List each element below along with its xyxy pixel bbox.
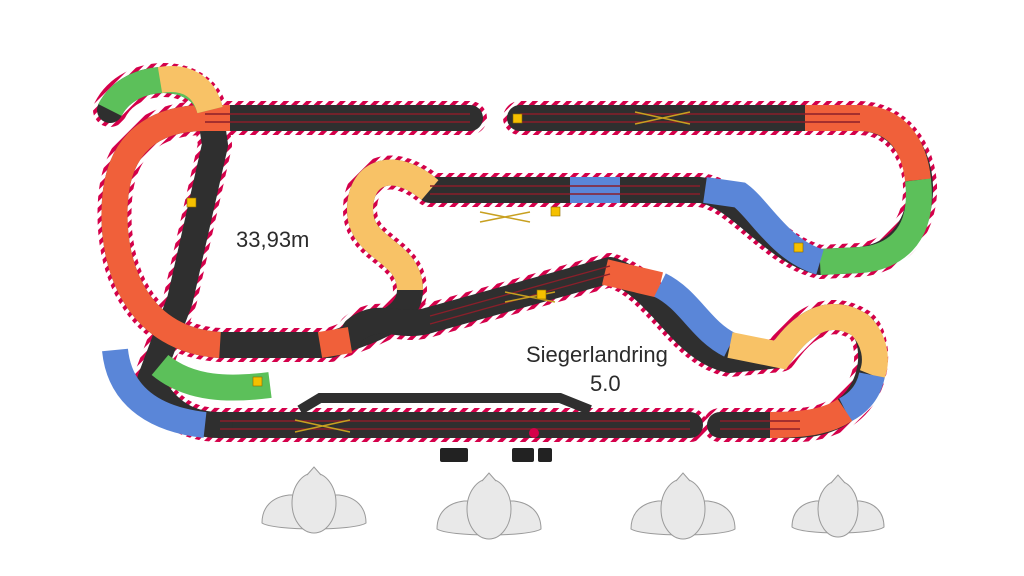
section-yellow-top-left	[157, 66, 223, 114]
driver-figure	[630, 472, 736, 540]
lane-lines	[205, 113, 860, 430]
track-length-label: 33,93m	[236, 227, 309, 252]
section-yellow-left-s	[346, 159, 439, 292]
section-orange-left-big	[101, 105, 230, 358]
colored-sections	[98, 66, 932, 438]
section-blue-right-bottom	[838, 371, 885, 422]
pit-lane	[297, 393, 592, 462]
track-name-label: Siegerlandring	[526, 342, 668, 367]
section-green-right	[819, 178, 932, 275]
section-yellow-right-s	[727, 304, 888, 380]
section-blue-bottom-left	[102, 348, 207, 438]
section-orange-top-right	[805, 105, 931, 182]
crossover-markers	[294, 111, 691, 433]
section-orange-inner	[317, 327, 353, 358]
driver-figure	[436, 472, 542, 540]
driver-stations	[261, 466, 885, 540]
section-blue-mid-right	[703, 177, 825, 275]
section-orange-mid	[602, 259, 663, 298]
driver-figure	[261, 466, 367, 534]
driver-figure	[791, 474, 885, 538]
track-version-label: 5.0	[590, 371, 621, 396]
section-blue-right-s	[653, 273, 737, 357]
section-green-bottom-left	[151, 354, 272, 401]
lane-change-markers	[186, 113, 804, 387]
section-orange-bottom-right	[769, 398, 853, 438]
